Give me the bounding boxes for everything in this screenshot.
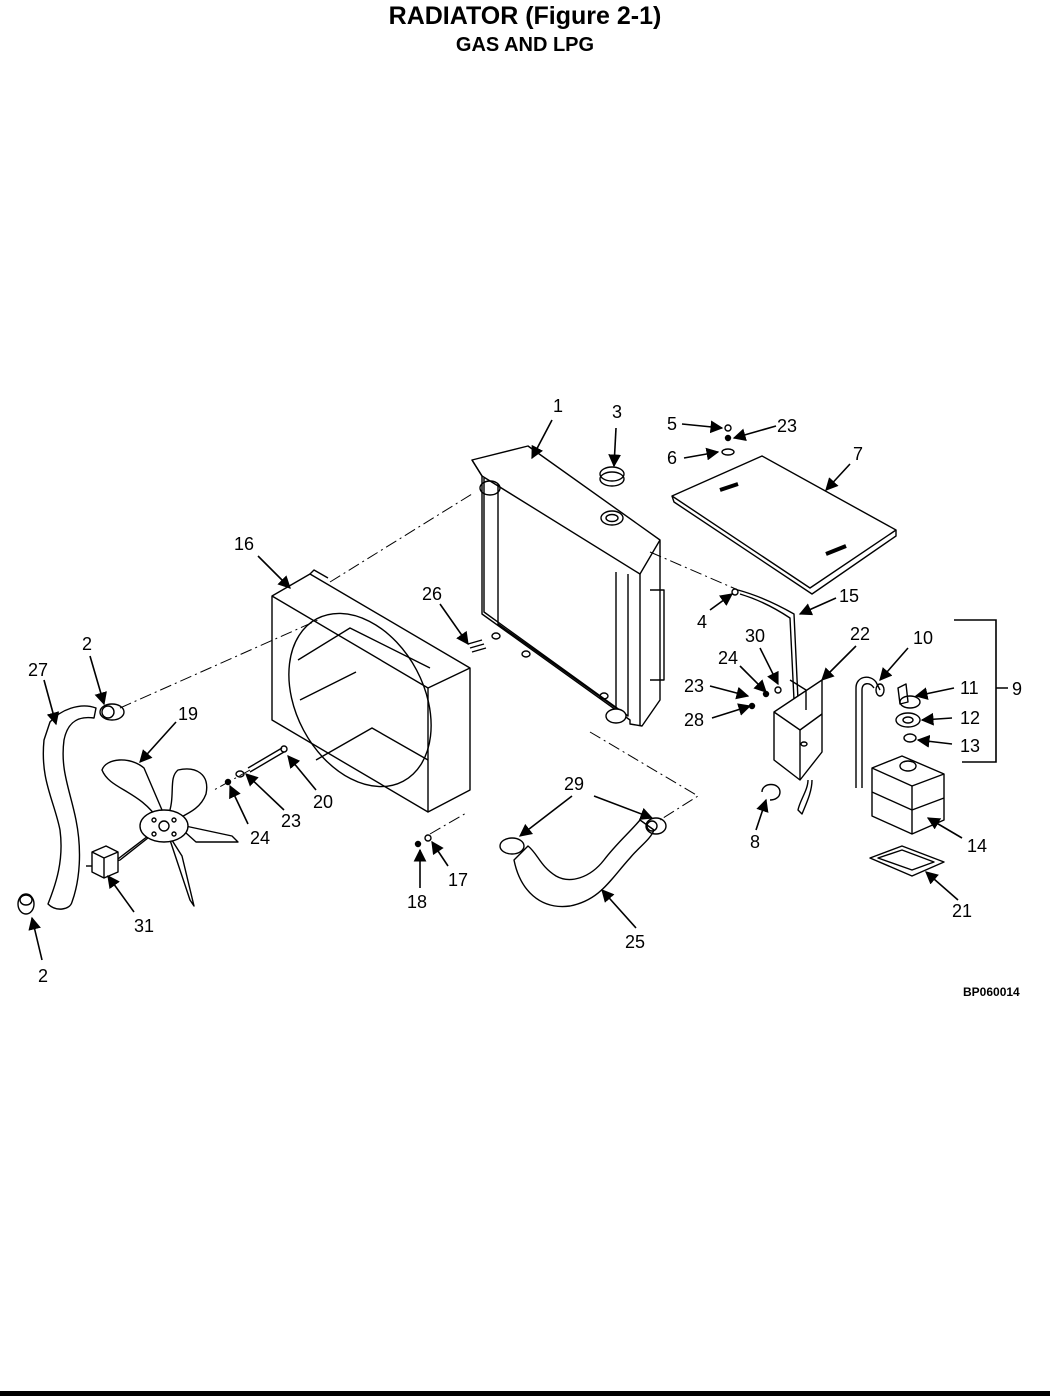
callout-11: 11	[960, 678, 979, 698]
callout-16: 16	[234, 534, 254, 554]
callout-18: 18	[407, 892, 427, 912]
callout-6: 6	[667, 448, 677, 468]
callout-28: 28	[684, 710, 704, 730]
washer-23-part	[235, 770, 245, 778]
callout-24-right: 24	[718, 648, 738, 668]
callout-21: 21	[952, 901, 972, 921]
callout-25: 25	[625, 932, 645, 952]
washer-6-part	[721, 448, 735, 456]
fan-shroud-part	[271, 569, 471, 813]
callout-22: 22	[850, 624, 870, 644]
screw-18-part	[414, 840, 422, 848]
callout-30: 30	[745, 626, 765, 646]
fan-spacer-part	[86, 845, 119, 879]
nut-5-part	[724, 424, 732, 432]
lockwasher-23-part	[724, 434, 732, 442]
page-subtitle: GAS AND LPG	[455, 34, 595, 56]
fan-blade-part	[101, 759, 239, 907]
callout-12: 12	[960, 708, 980, 728]
callout-31: 31	[134, 916, 154, 936]
callout-1: 1	[553, 396, 563, 416]
callout-10: 10	[913, 628, 933, 648]
callout-23-right: 23	[684, 676, 704, 696]
clamp-8-part	[761, 783, 781, 801]
callout-29: 29	[564, 774, 584, 794]
page-title: RADIATOR (Figure 2-1)	[388, 2, 662, 30]
hose-clamp-2-upper-part	[99, 703, 125, 721]
callout-27: 27	[28, 660, 48, 680]
upper-hose-part	[42, 705, 97, 910]
callout-3: 3	[612, 402, 622, 422]
hose-clamp-2-lower-part	[17, 893, 35, 915]
group-bracket-9	[954, 619, 1008, 763]
washer-30-part	[774, 686, 782, 694]
callout-5: 5	[667, 414, 677, 434]
callout-26: 26	[422, 584, 442, 604]
callout-13: 13	[960, 736, 980, 756]
callout-2-top: 2	[82, 634, 92, 654]
washer-17-part	[424, 834, 432, 842]
callout-8: 8	[750, 832, 760, 852]
callout-23-left: 23	[281, 811, 301, 831]
coolant-reservoir-part	[871, 755, 945, 835]
callout-15: 15	[839, 586, 859, 606]
radiator-cap-part	[599, 466, 625, 526]
drawing-code: BP060014	[963, 985, 1020, 999]
callout-19: 19	[178, 704, 198, 724]
callout-7: 7	[853, 444, 863, 464]
callout-9: 9	[1012, 679, 1022, 699]
screw-26-part	[467, 639, 487, 653]
callout-20: 20	[313, 792, 333, 812]
screw-28-part	[748, 702, 756, 710]
callout-4: 4	[697, 612, 707, 632]
reservoir-gasket-part	[869, 845, 945, 877]
radiator-core-part	[471, 445, 665, 727]
callout-17: 17	[448, 870, 468, 890]
lower-hose-part	[499, 817, 667, 908]
seal-13-part	[903, 733, 917, 743]
callout-14: 14	[967, 836, 987, 856]
reservoir-bracket-part	[773, 679, 823, 815]
vent-tube-part	[855, 676, 885, 788]
cover-plate-part	[671, 455, 897, 595]
gasket-12-part	[895, 712, 921, 728]
callout-2-bottom: 2	[38, 966, 48, 986]
reservoir-cap-11-part	[897, 683, 921, 709]
callout-24-left: 24	[250, 828, 270, 848]
bottom-rule	[0, 1391, 1050, 1396]
bolt-20-part	[247, 747, 283, 769]
callout-23-top: 23	[777, 416, 797, 436]
